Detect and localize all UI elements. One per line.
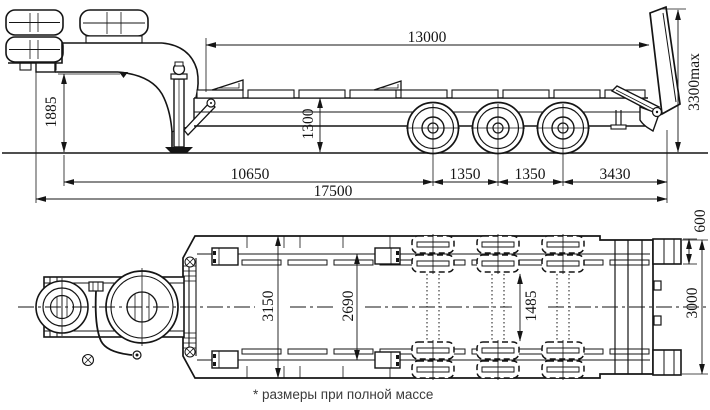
plan-view	[18, 234, 706, 380]
dim-inner-width: 2690	[340, 290, 357, 321]
spare-tires-side	[5, 9, 149, 71]
dim-front-to-first-axle: 10650	[231, 166, 270, 183]
side-view	[2, 5, 708, 155]
ramp-plan-bottom	[652, 349, 682, 376]
landing-jack	[165, 61, 193, 153]
dim-deck-length: 13000	[408, 29, 447, 46]
axle-rims-and-lines	[416, 234, 580, 380]
dim-axle-spacing-1: 1350	[450, 166, 481, 183]
dim-rear-section: 3430	[600, 166, 631, 183]
stake-marks	[246, 236, 391, 378]
footnote: * размеры при полной массе	[253, 387, 433, 402]
side-view-dimensions: 13000 3300max 1885 1300 10650 1350 1350 …	[35, 8, 703, 203]
ramp-plan-top	[652, 238, 682, 265]
dim-overall-length: 17500	[314, 183, 353, 200]
wheel-chock-front	[211, 79, 244, 91]
rear-jack	[610, 110, 627, 130]
dim-ramp-height-max: 3300max	[686, 53, 703, 111]
dim-gooseneck-height: 1885	[43, 96, 60, 127]
plan-view-dimensions: 3150 2690 1485 600 3000	[260, 209, 709, 379]
dim-overall-width: 3000	[684, 287, 701, 318]
brake-hose	[81, 281, 142, 367]
dim-axle-spacing-2: 1350	[515, 166, 546, 183]
jack-foot	[165, 147, 193, 153]
toolbox-mid-top	[374, 247, 401, 265]
toolbox-front-top	[211, 247, 239, 266]
hinge-bolt-bottom	[184, 346, 196, 358]
toolbox-mid-bottom	[374, 351, 401, 369]
dim-front-width: 3150	[260, 290, 277, 321]
dim-loading-height: 1300	[300, 108, 317, 139]
dim-ramp-width: 600	[692, 209, 709, 233]
jack-brace	[183, 101, 216, 136]
toolbox-front-bottom	[211, 350, 239, 369]
gooseneck-plan	[35, 268, 185, 367]
hinge-bolt-top	[184, 256, 196, 268]
dim-wheel-inner-gap: 1485	[523, 290, 540, 321]
rear-ramp-side	[610, 5, 681, 133]
rear-plan	[614, 238, 682, 376]
wheel-chock-mid	[373, 80, 402, 91]
deck-planks	[196, 89, 646, 99]
